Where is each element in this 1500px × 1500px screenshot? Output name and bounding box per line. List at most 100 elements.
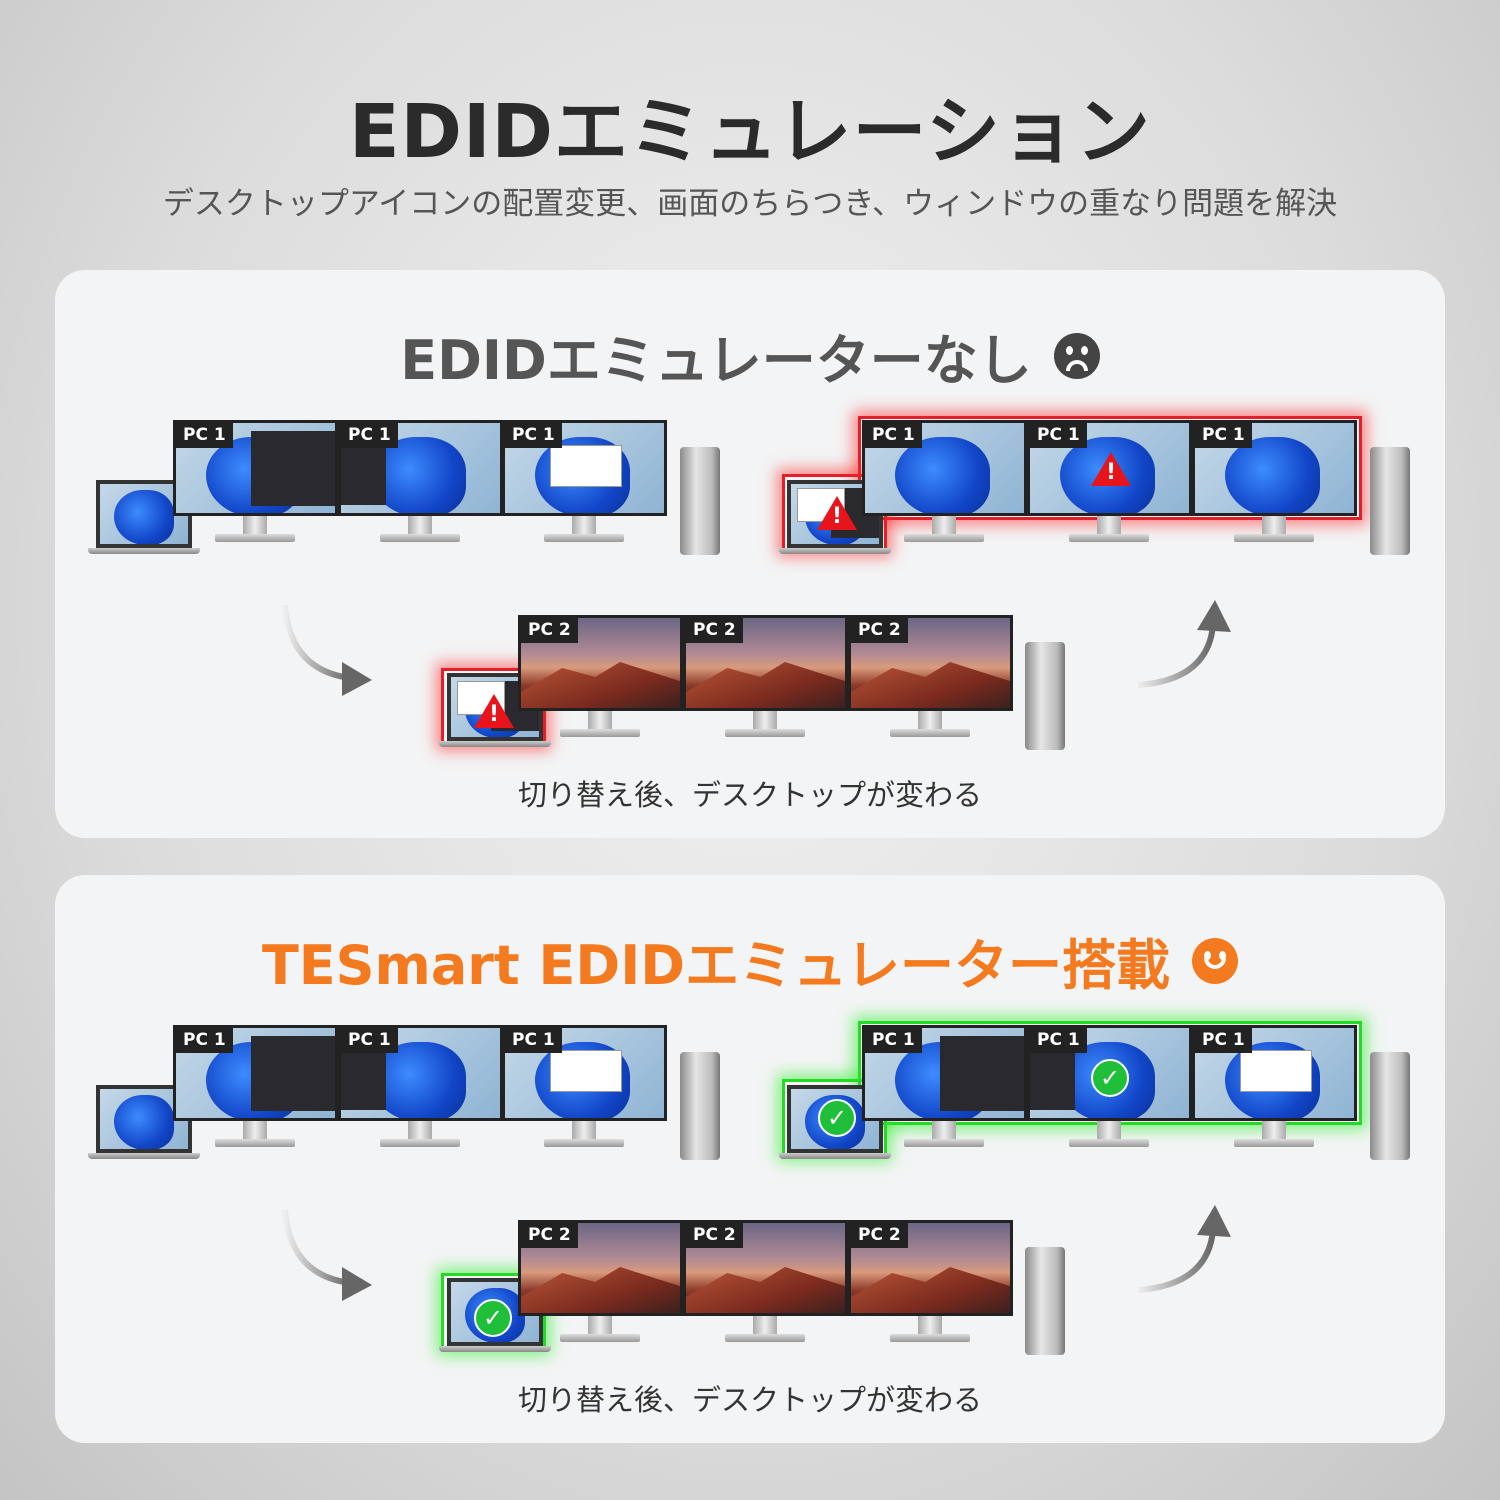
monitor-label: PC 1: [341, 423, 398, 448]
monitor-stand: [918, 711, 942, 731]
monitor-stand: [932, 516, 956, 536]
laptop-keyboard: [439, 1346, 551, 1352]
monitor-screen: PC 1: [502, 420, 667, 516]
monitor-screen: PC 2: [848, 615, 1013, 711]
monitor-label: PC 2: [851, 618, 908, 643]
monitor-base: [380, 1139, 460, 1147]
curved-arrow-up-icon: [1137, 1205, 1231, 1293]
curved-arrow-up-icon: [1137, 600, 1231, 688]
laptop-keyboard: [439, 741, 551, 747]
monitor-label: PC 1: [1195, 423, 1252, 448]
monitor: PC 1: [338, 1025, 503, 1150]
monitor-label: PC 1: [1030, 423, 1087, 448]
monitor: PC 1: [1027, 1025, 1192, 1150]
monitor-base: [1069, 534, 1149, 542]
monitor-base: [380, 534, 460, 542]
monitor-screen: PC 2: [518, 615, 683, 711]
monitor: PC 1: [1192, 420, 1357, 545]
laptop-keyboard: [88, 548, 200, 554]
monitor-label: PC 1: [176, 423, 233, 448]
monitor-stand: [753, 711, 777, 731]
smile-face-icon: [1192, 937, 1239, 984]
monitor-screen: PC 1: [1192, 1025, 1357, 1121]
monitor-label: PC 1: [865, 1028, 922, 1053]
monitor: PC 2: [683, 615, 848, 740]
monitor: PC 2: [518, 1220, 683, 1345]
monitor-stand: [408, 516, 432, 536]
file-window: [1240, 1050, 1312, 1092]
monitor-stand: [588, 1316, 612, 1336]
monitor: PC 2: [518, 615, 683, 740]
monitor-label: PC 2: [686, 618, 743, 643]
monitor-label: PC 1: [505, 423, 562, 448]
monitor-base: [1069, 1139, 1149, 1147]
monitor-screen: PC 1: [338, 420, 503, 516]
monitor: PC 2: [848, 615, 1013, 740]
panel-with-emulator: TESmart EDIDエミュレーター搭載 PC 1 PC 1 PC 1 PC 1 PC…: [55, 875, 1445, 1443]
monitor: PC 1: [862, 420, 1027, 545]
monitor-base: [725, 1334, 805, 1342]
wallpaper-bloom: [1225, 437, 1320, 513]
monitor-screen: PC 1: [173, 420, 338, 516]
monitor: PC 1: [862, 1025, 1027, 1150]
monitor-base: [215, 1139, 295, 1147]
monitor-base: [544, 1139, 624, 1147]
caption: 切り替え後、デスクトップが変わる: [517, 1383, 982, 1417]
wallpaper-mountain: [521, 662, 680, 708]
monitor-base: [904, 534, 984, 542]
monitor-stand: [408, 1121, 432, 1141]
monitor-base: [1234, 1139, 1314, 1147]
curved-arrow-down-icon: [282, 604, 372, 696]
file-window: [550, 445, 622, 487]
wallpaper-mountain: [851, 662, 1010, 708]
monitor-stand: [918, 1316, 942, 1336]
laptop-keyboard: [779, 548, 891, 554]
monitor-label: PC 2: [521, 618, 578, 643]
monitor-base: [890, 1334, 970, 1342]
monitor-screen: PC 1: [1192, 420, 1357, 516]
check-icon: ✓: [474, 1299, 512, 1337]
monitor: PC 1: [338, 420, 503, 545]
file-window: [550, 1050, 622, 1092]
pc-tower-icon: [1025, 1247, 1065, 1355]
monitor-stand: [588, 711, 612, 731]
monitor-base: [904, 1139, 984, 1147]
monitor-screen: PC 1: [502, 1025, 667, 1121]
monitor-label: PC 1: [341, 1028, 398, 1053]
check-icon: ✓: [1091, 1059, 1129, 1097]
monitor: PC 1: [1192, 1025, 1357, 1150]
monitor-base: [725, 729, 805, 737]
wallpaper-mountain: [851, 1267, 1010, 1313]
monitor-stand: [932, 1121, 956, 1141]
page-subtitle: デスクトップアイコンの配置変更、画面のちらつき、ウィンドウの重なり問題を解決: [162, 186, 1338, 222]
panel-title: TESmart EDIDエミュレーター搭載: [55, 921, 1445, 1000]
monitor-screen: PC 2: [518, 1220, 683, 1316]
wallpaper-bloom: [114, 490, 174, 544]
monitor-label: PC 1: [176, 1028, 233, 1053]
monitor: PC 1: [173, 1025, 338, 1150]
wallpaper-mountain: [686, 1267, 845, 1313]
panel-title-text: EDIDエミュレーターなし: [400, 329, 1032, 392]
wallpaper-mountain: [686, 662, 845, 708]
monitor: PC 1: [502, 420, 667, 545]
wallpaper-bloom: [371, 437, 466, 513]
wallpaper-mountain: [521, 1267, 680, 1313]
monitor-screen: PC 1: [338, 1025, 503, 1121]
monitor-stand: [1097, 516, 1121, 536]
monitor-base: [1234, 534, 1314, 542]
monitor: PC 1: [502, 1025, 667, 1150]
monitor-screen: PC 2: [683, 615, 848, 711]
monitor-stand: [572, 1121, 596, 1141]
wallpaper-bloom: [114, 1095, 174, 1149]
caption: 切り替え後、デスクトップが変わる: [517, 778, 982, 812]
check-icon: ✓: [818, 1099, 856, 1137]
pc-tower-icon: [1025, 642, 1065, 750]
monitor-stand: [1097, 1121, 1121, 1141]
monitor-screen: PC 2: [683, 1220, 848, 1316]
monitor-stand: [753, 1316, 777, 1336]
page-title: EDIDエミュレーション: [349, 89, 1151, 175]
monitor-base: [560, 1334, 640, 1342]
monitor-label: PC 1: [1030, 1028, 1087, 1053]
monitor: PC 2: [848, 1220, 1013, 1345]
